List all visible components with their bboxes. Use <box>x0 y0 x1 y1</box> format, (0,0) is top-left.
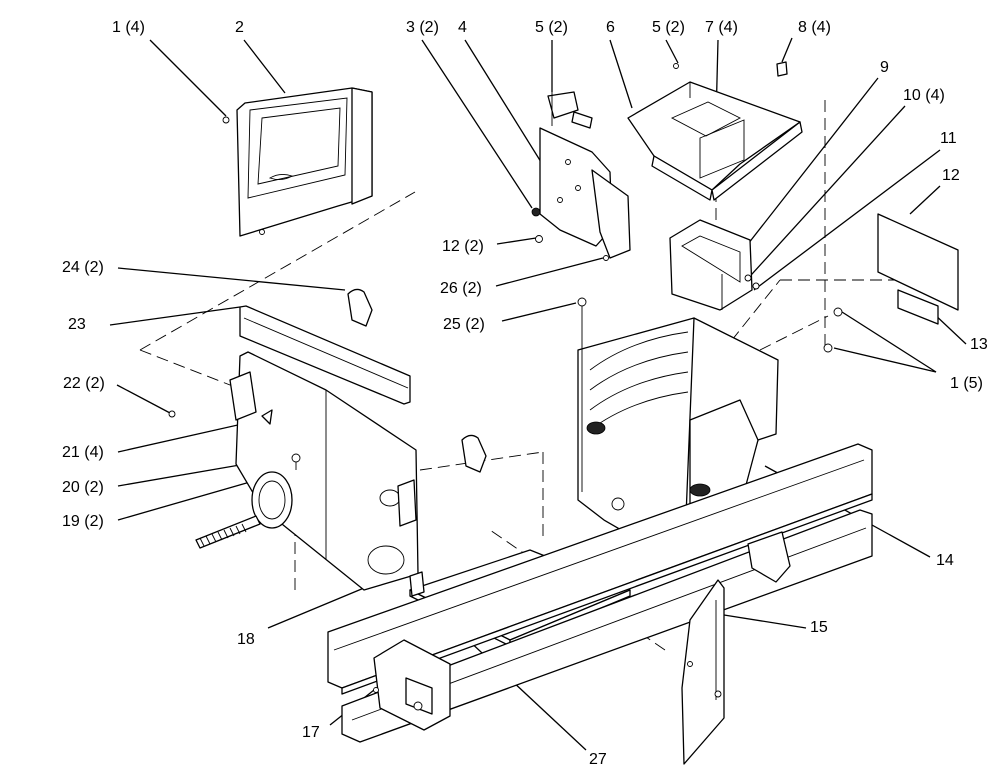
callout-22-2: 22 (2) <box>63 375 105 392</box>
part-4-bracket <box>531 91 631 261</box>
callout-2: 2 <box>235 19 244 36</box>
callout-10-4: 10 (4) <box>903 87 945 104</box>
callout-21-4: 21 (4) <box>62 444 104 461</box>
callout-27: 27 <box>589 751 607 768</box>
callout-5-2-a: 5 (2) <box>535 19 568 36</box>
part-19-fan <box>195 471 293 549</box>
callout-12: 12 <box>942 167 960 184</box>
callout-4: 4 <box>458 19 467 36</box>
callout-24-2: 24 (2) <box>62 259 104 276</box>
callout-5-2-b: 5 (2) <box>652 19 685 36</box>
callout-18: 18 <box>237 631 255 648</box>
callout-1-4: 1 (4) <box>112 19 145 36</box>
callout-11: 11 <box>940 130 957 147</box>
part-13-decal <box>897 289 939 325</box>
callout-labels: 1 (4) 2 3 (2) 4 5 (2) 6 5 (2) 7 (4) 8 (4… <box>62 19 988 768</box>
callout-7-4: 7 (4) <box>705 19 738 36</box>
part-9-bracket <box>669 219 760 311</box>
callout-19-2: 19 (2) <box>62 513 104 530</box>
callout-6: 6 <box>606 19 615 36</box>
callout-14: 14 <box>936 552 954 569</box>
callout-20-2: 20 (2) <box>62 479 104 496</box>
callout-26-2: 26 (2) <box>440 280 482 297</box>
part-12-decal <box>877 213 959 311</box>
callout-9: 9 <box>880 59 889 76</box>
part-6-tray <box>627 61 803 201</box>
callout-12-2: 12 (2) <box>442 238 484 255</box>
callout-13: 13 <box>970 336 988 353</box>
frame-rails <box>327 443 873 743</box>
part-15-side-panel <box>681 579 725 765</box>
part-2-panel <box>222 87 373 237</box>
callout-8-4: 8 (4) <box>798 19 831 36</box>
callout-17: 17 <box>302 724 320 741</box>
part-24-clips <box>347 288 487 473</box>
callout-15: 15 <box>810 619 828 636</box>
part-23-rail <box>239 305 411 405</box>
callout-23: 23 <box>68 316 86 333</box>
part-17-lower-bracket <box>373 639 451 731</box>
part-20-screw <box>291 453 301 470</box>
callout-25-2: 25 (2) <box>443 316 485 333</box>
callout-1-5: 1 (5) <box>950 375 983 392</box>
callout-3-2: 3 (2) <box>406 19 439 36</box>
